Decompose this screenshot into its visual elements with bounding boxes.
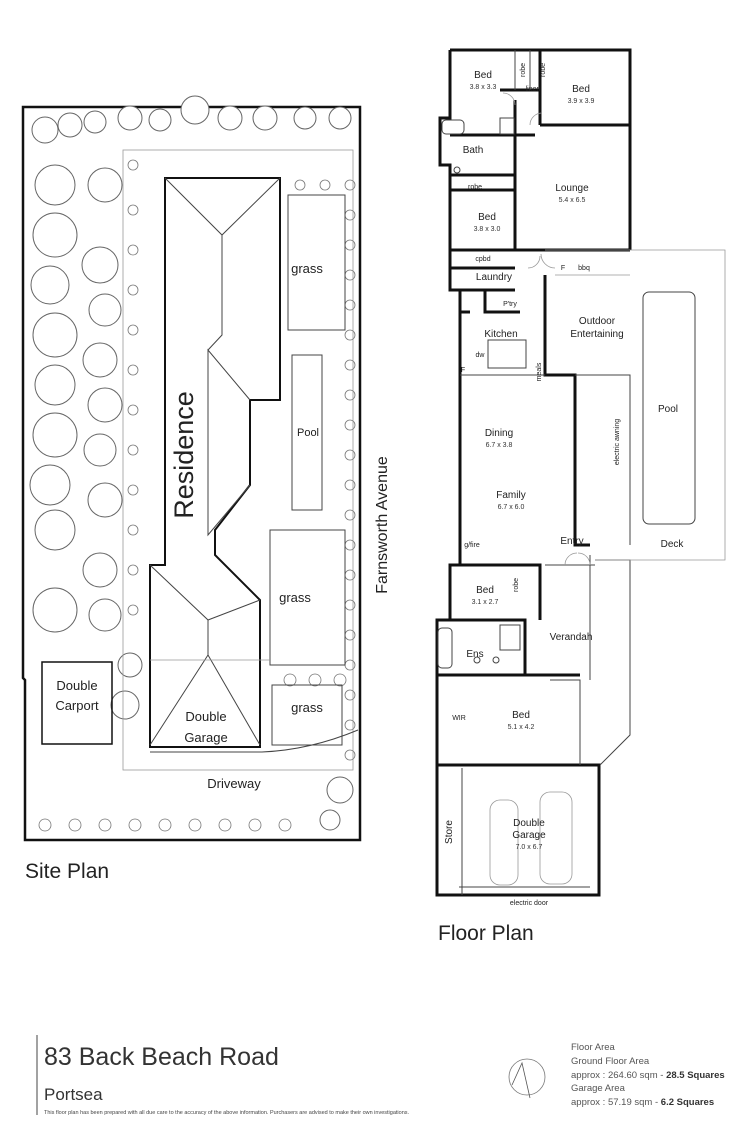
- grass-area-2: [269, 529, 346, 666]
- trees: [29, 95, 352, 720]
- floor-plan-title: Floor Plan: [438, 922, 534, 945]
- room-bed-5: Bed: [512, 710, 530, 721]
- dw-label: dw: [476, 352, 486, 359]
- car-left: [489, 799, 519, 886]
- site-plan-title: Site Plan: [25, 860, 109, 883]
- residence-footprint: [149, 177, 281, 748]
- floor-pool: [642, 291, 696, 525]
- f-label-2: F: [461, 367, 465, 374]
- electric-door-label: electric door: [510, 900, 549, 907]
- site-garage-label-2: Garage: [184, 730, 227, 745]
- room-garage-1: Double: [513, 818, 545, 829]
- bbq-label: bbq: [578, 265, 590, 272]
- f-label-1: F: [561, 265, 565, 272]
- garden-outline: [122, 149, 354, 771]
- ground-area-value: approx : 264.60 sqm - 28.5 Squares: [571, 1070, 725, 1081]
- linen-label: linen: [526, 86, 541, 93]
- room-bed-4-dims: 3.1 x 2.7: [472, 599, 499, 606]
- room-garage-dims: 7.0 x 6.7: [516, 844, 543, 851]
- room-bed-3-dims: 3.8 x 3.0: [474, 226, 501, 233]
- compass-icon: [508, 1058, 546, 1099]
- site-driveway-label: Driveway: [207, 776, 261, 791]
- room-bed-1: Bed: [474, 70, 492, 81]
- room-kitchen: Kitchen: [484, 329, 517, 340]
- address-title: 83 Back Beach Road: [44, 1043, 279, 1071]
- site-pool: [291, 354, 323, 511]
- awning-label: electric awning: [614, 419, 621, 465]
- site-boundary: [21, 105, 362, 842]
- garage-area-prefix: approx : 57.19 sqm -: [571, 1097, 661, 1108]
- grass-area-3: [271, 684, 343, 746]
- room-outdoor-2: Entertaining: [570, 329, 623, 340]
- garage-area-value: approx : 57.19 sqm - 6.2 Squares: [571, 1097, 714, 1108]
- car-right: [539, 791, 573, 885]
- room-outdoor-1: Outdoor: [579, 316, 616, 327]
- room-bed-2-dims: 3.9 x 3.9: [568, 98, 595, 105]
- room-deck: Deck: [661, 539, 685, 550]
- site-garage-label-1: Double: [185, 709, 226, 724]
- robe-label-2: robe: [540, 63, 547, 77]
- room-laundry: Laundry: [476, 272, 512, 283]
- room-dining-dims: 6.7 x 3.8: [486, 442, 513, 449]
- cpbd-label: cpbd: [475, 256, 490, 263]
- floor-area-heading: Floor Area: [571, 1042, 616, 1053]
- room-bed-4: Bed: [476, 585, 494, 596]
- grass-area-1: [287, 194, 346, 331]
- site-pool-label: Pool: [297, 427, 319, 439]
- room-bed-5-dims: 5.1 x 4.2: [508, 724, 535, 731]
- room-dining: Dining: [485, 428, 513, 439]
- room-bed-3: Bed: [478, 212, 496, 223]
- site-residence-label: Residence: [169, 391, 199, 519]
- site-grass-label-1: grass: [291, 261, 323, 276]
- room-bed-1-dims: 3.8 x 3.3: [470, 84, 497, 91]
- disclaimer-text: This floor plan has been prepared with a…: [44, 1110, 410, 1116]
- room-store: Store: [444, 820, 455, 844]
- site-grass-label-3: grass: [291, 700, 323, 715]
- room-ens: Ens: [466, 649, 483, 660]
- site-carport-label-2: Carport: [55, 698, 99, 713]
- garage-area-label: Garage Area: [571, 1083, 626, 1094]
- driveway-edge: [150, 729, 359, 753]
- room-garage-2: Garage: [512, 830, 546, 841]
- gfire-label: g/fire: [464, 542, 480, 549]
- ground-area-label: Ground Floor Area: [571, 1056, 650, 1067]
- site-plan: [21, 95, 362, 842]
- room-bath: Bath: [463, 145, 484, 156]
- room-bed-2: Bed: [572, 84, 590, 95]
- kitchen-island: [487, 339, 527, 369]
- room-lounge: Lounge: [555, 183, 589, 194]
- ptry-label: P'try: [503, 301, 517, 308]
- site-grass-label-2: grass: [279, 590, 311, 605]
- room-family-dims: 6.7 x 6.0: [498, 504, 525, 511]
- robe-label-3: robe: [468, 184, 482, 191]
- room-wir: WIR: [452, 715, 466, 722]
- house-outer-wall: [450, 48, 632, 250]
- ground-area-prefix: approx : 264.60 sqm -: [571, 1070, 666, 1081]
- site-street-label: Farnsworth Avenue: [374, 456, 391, 594]
- double-carport: [41, 661, 113, 745]
- room-family: Family: [496, 490, 525, 501]
- room-verandah: Verandah: [550, 632, 593, 643]
- suburb-title: Portsea: [44, 1085, 103, 1104]
- robe-label-1: robe: [520, 63, 527, 77]
- room-entry: Entry: [560, 536, 583, 547]
- garage-area-squares: 6.2 Squares: [661, 1097, 714, 1108]
- ground-area-squares: 28.5 Squares: [666, 1070, 725, 1081]
- floor-plan: [435, 48, 726, 897]
- room-lounge-dims: 5.4 x 6.5: [559, 197, 586, 204]
- meals-label: meals: [536, 362, 543, 381]
- room-pool: Pool: [658, 404, 678, 415]
- robe-label-4: robe: [513, 578, 520, 592]
- site-carport-label-1: Double: [56, 678, 97, 693]
